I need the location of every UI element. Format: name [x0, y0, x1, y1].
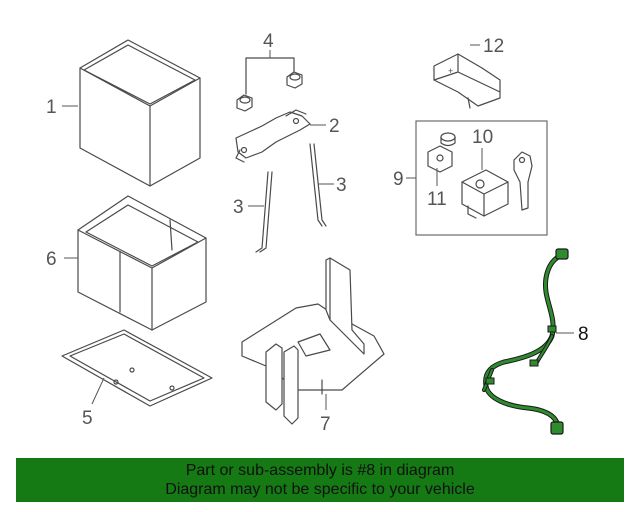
callout-7: 7: [320, 414, 331, 435]
callout-11: 11: [427, 189, 447, 210]
harness-connector-bottom: [550, 421, 564, 435]
callout-1: 1: [46, 97, 57, 118]
callout-5: 5: [82, 408, 93, 429]
callout-10: 10: [472, 127, 493, 148]
callout-9: 9: [393, 169, 404, 190]
terminal-cover-part[interactable]: +: [433, 53, 501, 109]
terminal-part[interactable]: [427, 132, 456, 173]
harness-connector-top: [555, 248, 569, 260]
banner-line-2: Diagram may not be specific to your vehi…: [165, 481, 475, 498]
terminal-clamp-part[interactable]: [513, 151, 533, 211]
callout-2: 2: [329, 116, 340, 137]
callout-3-left: 3: [233, 197, 244, 218]
callout-8: 8: [578, 324, 589, 345]
info-banner: Part or sub-assembly is #8 in diagram Di…: [16, 458, 624, 502]
callout-12: 12: [483, 36, 504, 57]
callout-6: 6: [46, 249, 57, 270]
svg-text:+: +: [448, 66, 453, 76]
tray-plate-part[interactable]: [61, 329, 213, 407]
j-bolt-part[interactable]: [255, 143, 327, 253]
callout-4: 4: [263, 31, 274, 52]
nut-part[interactable]: [236, 57, 303, 112]
battery-box-part[interactable]: [77, 195, 207, 331]
banner-line-1: Part or sub-assembly is #8 in diagram: [185, 462, 455, 479]
battery-part[interactable]: [79, 39, 201, 187]
wire-harness-part[interactable]: [482, 248, 569, 435]
positive-terminal-part[interactable]: [461, 169, 509, 219]
hold-down-bracket-part[interactable]: [235, 109, 311, 163]
support-bracket-part[interactable]: [241, 257, 385, 425]
callout-3-right: 3: [336, 175, 347, 196]
